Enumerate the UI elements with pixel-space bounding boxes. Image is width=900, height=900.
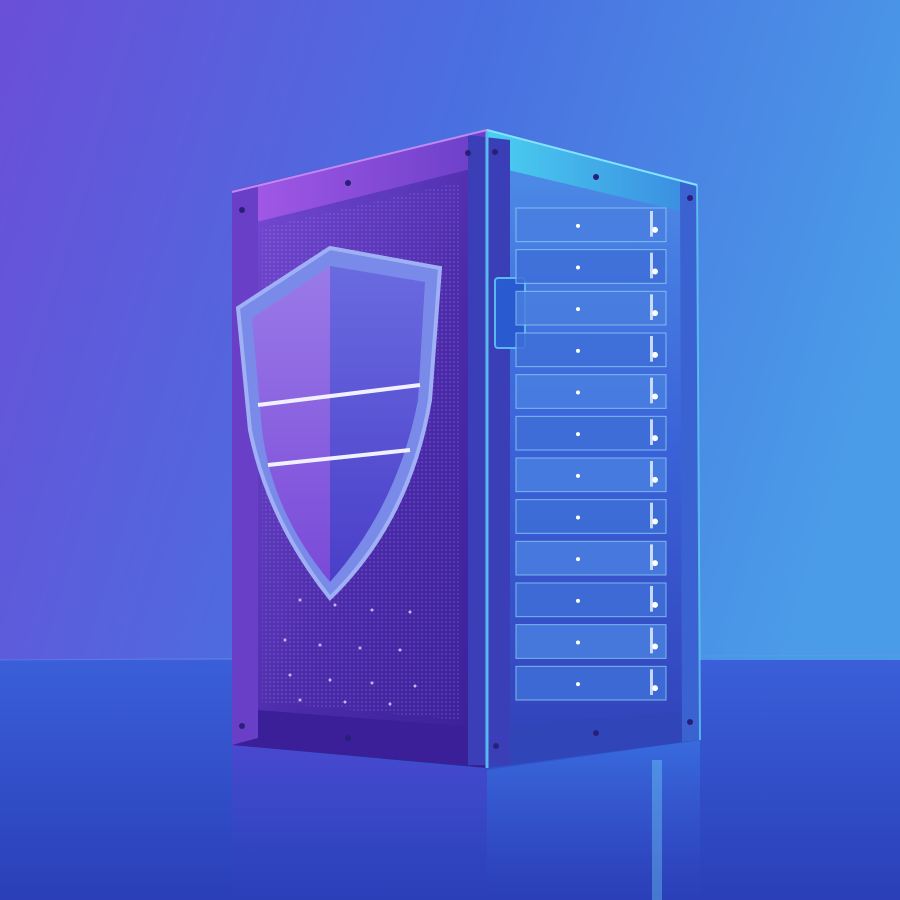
drive-bay-handle [650,294,653,320]
drive-bay [515,249,667,284]
drive-bay-handle [650,461,653,487]
status-led [652,268,658,275]
drive-bay-handle [650,669,653,695]
mesh-light [333,603,337,607]
drive-bay [515,415,667,451]
mesh-light [358,646,362,650]
drive-bay [515,207,667,243]
drive-bay-handle [650,336,653,362]
status-led [652,643,658,650]
drive-bay-light [576,223,580,228]
shield-stripe-top [257,383,421,407]
drive-bay-handle [650,419,653,445]
drive-bay-light [576,307,580,312]
mesh-light [408,610,412,614]
mesh-light [388,702,392,706]
mesh-light [298,598,302,602]
rack-bottom-frame-right [487,710,700,768]
drive-bays [515,207,667,701]
drive-bay-handle [650,586,653,612]
status-led [652,351,658,358]
drive-bay-light [576,390,580,395]
shield-icon [235,245,443,601]
drive-bay [515,499,667,534]
status-led [652,601,658,608]
drive-bay-handle [650,252,653,279]
drive-bay [515,540,667,576]
drive-bay-handle [650,377,653,404]
mesh-light [328,678,332,682]
status-led [652,310,658,317]
drive-bay-light [576,682,580,687]
drive-bay-handle [650,211,653,237]
shield-stripe-bottom [267,448,411,467]
drive-bay-light [576,265,580,270]
drive-bay-handle [650,544,653,570]
rack-post-corner [468,135,510,765]
mesh-light [370,608,374,612]
drive-bay-light [576,598,580,603]
drive-bay-light [576,557,580,562]
drive-bay [515,290,667,326]
rack-top-frame-left [232,130,487,228]
shield-right-half [330,266,425,582]
drive-bay-light [576,640,580,645]
status-led [652,476,658,483]
mesh-light [298,698,302,702]
drive-bay [515,665,667,701]
mesh-light [413,684,417,688]
status-led [652,560,658,567]
mesh-panel-lights [283,598,417,706]
drive-bay-light [576,473,580,478]
mesh-light [318,643,322,647]
status-led [652,435,658,442]
rack-post-right [680,182,700,742]
rack-post-left [232,186,258,745]
drive-bay [515,457,667,493]
rack-reflection [232,740,700,900]
status-led [652,518,658,525]
shield-left-half [252,266,330,582]
drive-bay [515,332,667,368]
drive-bay-light [576,348,580,353]
mesh-light [370,681,374,685]
mesh-light [343,700,347,704]
rack-bottom-frame-left [232,708,487,768]
rack-screws [239,149,693,749]
drive-bay-light [576,432,580,437]
mesh-light [283,638,287,642]
mesh-light [288,673,292,677]
drive-bay-handle [650,502,653,529]
drive-bay-light [576,515,580,520]
drive-bay [515,582,667,618]
rack-top-frame-right [487,130,697,215]
status-led [652,226,658,233]
mesh-light [398,648,402,652]
drive-bay [515,624,667,659]
drive-bay-handle [650,627,653,654]
drive-bay [515,374,667,409]
status-led [652,393,658,400]
status-led [652,685,658,692]
